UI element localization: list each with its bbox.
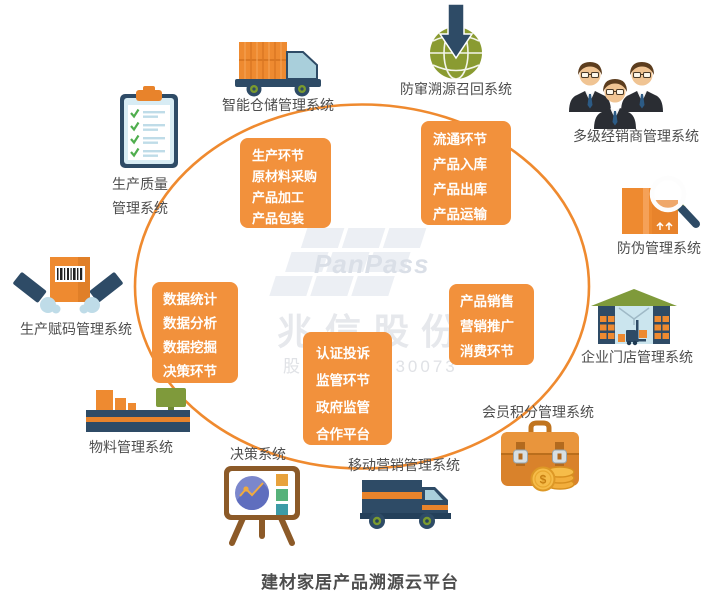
delivery-truck-icon (360, 480, 451, 529)
cargo-truck-icon (235, 42, 321, 97)
chart-easel-icon (224, 466, 300, 546)
system-label-material: 物料管理系统 (89, 439, 173, 455)
system-label-anticounterfeit: 防伪管理系统 (617, 240, 701, 256)
clipboard-checklist-icon (120, 86, 178, 168)
process-box-sales: 产品销售 营销推广 消费环节 (449, 284, 534, 365)
process-box-circulation: 流通环节 产品入库 产品出库 产品运输 (421, 121, 511, 225)
globe-arrow-icon (430, 4, 482, 80)
system-label-quality-line2: 管理系统 (112, 200, 168, 216)
system-label-member: 会员积分管理系统 (482, 404, 594, 420)
process-box-production: 生产环节 原材料采购 产品加工 产品包装 (240, 138, 331, 228)
process-line: 合作平台 (316, 427, 370, 442)
process-line: 生产环节 (252, 148, 305, 163)
storefront-warehouse-icon (591, 289, 677, 346)
process-line: 认证投诉 (316, 346, 370, 361)
process-line: 产品运输 (433, 207, 487, 222)
process-line: 政府监管 (316, 400, 370, 415)
system-label-dealer: 多级经销商管理系统 (573, 128, 699, 144)
process-box-data: 数据统计 数据分析 数据挖掘 决策环节 (152, 282, 238, 383)
system-label-mobile: 移动营销管理系统 (348, 457, 460, 473)
process-line: 产品入库 (433, 157, 487, 172)
briefcase-coins-icon: $ (501, 420, 579, 492)
panpass-logo-text: PanPass (314, 249, 430, 279)
process-line: 产品包装 (252, 211, 305, 226)
process-line: 原材料采购 (252, 169, 318, 184)
page-title: 建材家居产品溯源云平台 (261, 573, 459, 592)
traceability-cycle-ellipse (133, 103, 591, 470)
svg-text:$: $ (540, 473, 547, 487)
magnifier-box-icon (622, 175, 700, 234)
process-line: 产品加工 (252, 190, 305, 205)
system-label-warehouse: 智能仓储管理系统 (222, 97, 334, 113)
process-line: 营销推广 (460, 319, 514, 334)
system-label-store: 企业门店管理系统 (581, 349, 693, 365)
process-line: 产品出库 (433, 182, 487, 197)
system-label-quality: 生产质量 管理系统 (112, 172, 232, 220)
system-label-coding: 生产赋码管理系统 (20, 321, 132, 337)
conveyor-belt-icon (86, 388, 190, 432)
barcode-box-hands-icon (13, 257, 123, 314)
process-line: 产品销售 (460, 294, 514, 309)
process-line: 决策环节 (163, 364, 217, 379)
process-box-supervision: 认证投诉 监管环节 政府监管 合作平台 (303, 332, 392, 445)
system-label-decision: 决策系统 (230, 446, 286, 462)
system-label-quality-line1: 生产质量 (112, 176, 168, 192)
process-line: 数据分析 (163, 316, 217, 331)
system-label-recall: 防窜溯源召回系统 (400, 81, 512, 97)
businessmen-group-icon (568, 61, 664, 130)
process-line: 数据挖掘 (163, 340, 217, 355)
process-line: 流通环节 (433, 132, 487, 147)
process-line: 监管环节 (316, 373, 370, 388)
process-line: 消费环节 (460, 344, 514, 359)
process-line: 数据统计 (163, 292, 217, 307)
